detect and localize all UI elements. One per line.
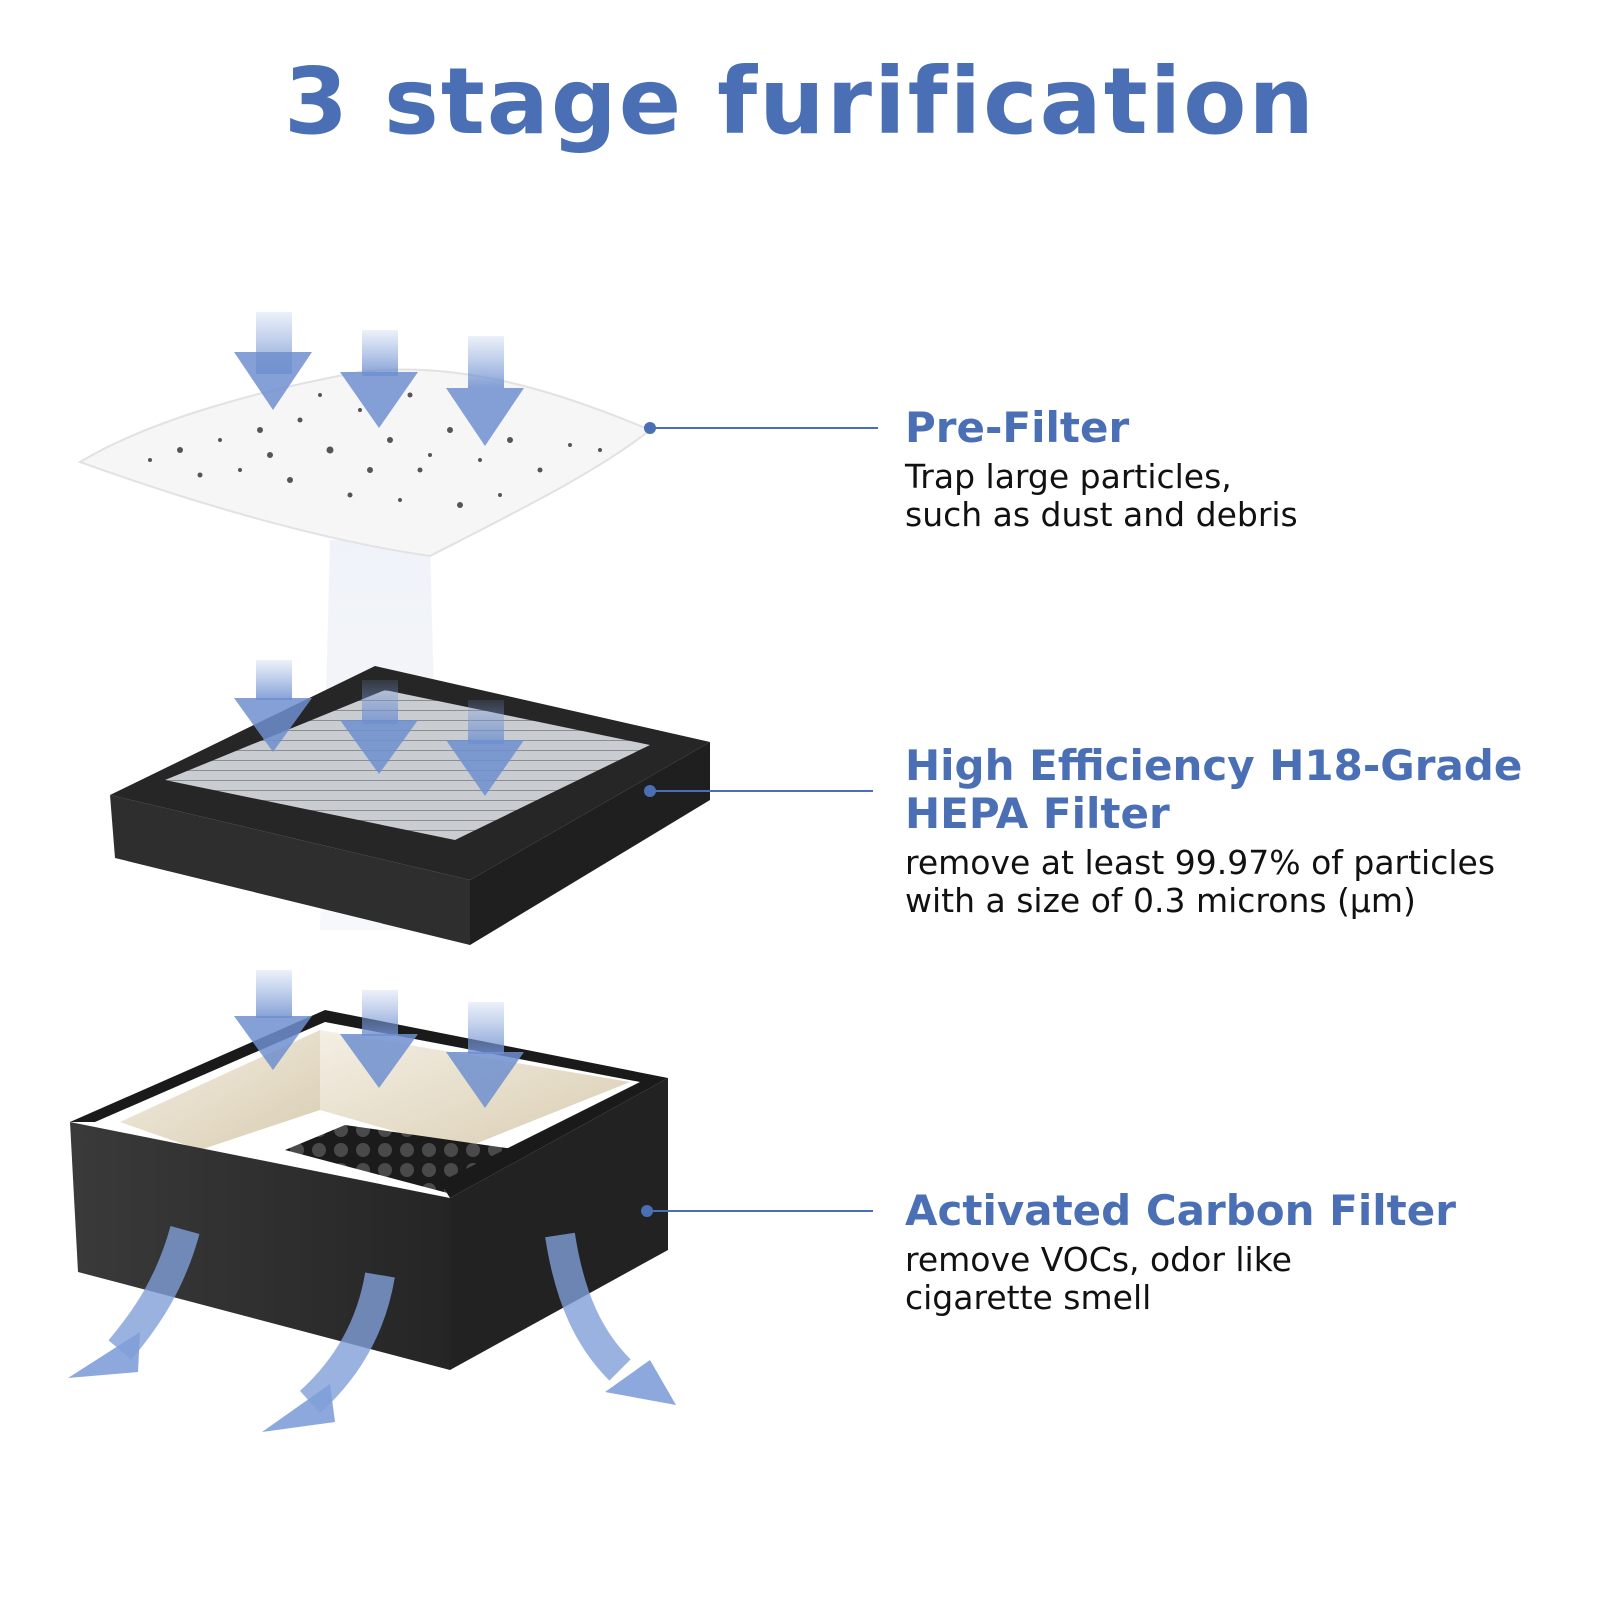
stage-3-description: remove VOCs, odor like cigarette smell (905, 1241, 1456, 1317)
stage-1-callout: Pre-Filter Trap large particles, such as… (905, 404, 1298, 534)
stage-1-description: Trap large particles, such as dust and d… (905, 458, 1298, 534)
stage-3-desc-line: cigarette smell (905, 1278, 1152, 1317)
hepa-filter-block-icon (110, 666, 710, 945)
stage-2-callout: High Efficiency H18-Grade HEPA Filter re… (905, 742, 1522, 920)
callout-lines (641, 422, 878, 1217)
stage-1-desc-line: Trap large particles, (905, 457, 1232, 496)
stage-2-title: High Efficiency H18-Grade HEPA Filter (905, 742, 1522, 838)
stage-2-desc-line: with a size of 0.3 microns (μm) (905, 881, 1416, 920)
airflow-arrows (68, 312, 676, 1432)
page-title: 3 stage furification (284, 48, 1316, 155)
stage-3-desc-line: remove VOCs, odor like (905, 1240, 1292, 1279)
stage-1-desc-line: such as dust and debris (905, 495, 1298, 534)
stage-3-callout: Activated Carbon Filter remove VOCs, odo… (905, 1187, 1456, 1317)
stage-1-title: Pre-Filter (905, 403, 1130, 452)
stage-2-desc-line: remove at least 99.97% of particles (905, 843, 1496, 882)
stage-2-description: remove at least 99.97% of particles with… (905, 844, 1522, 920)
stage-3-title: Activated Carbon Filter (905, 1186, 1456, 1235)
stage-2-title-line: HEPA Filter (905, 789, 1170, 838)
stage-2-title-line: High Efficiency H18-Grade (905, 741, 1523, 790)
